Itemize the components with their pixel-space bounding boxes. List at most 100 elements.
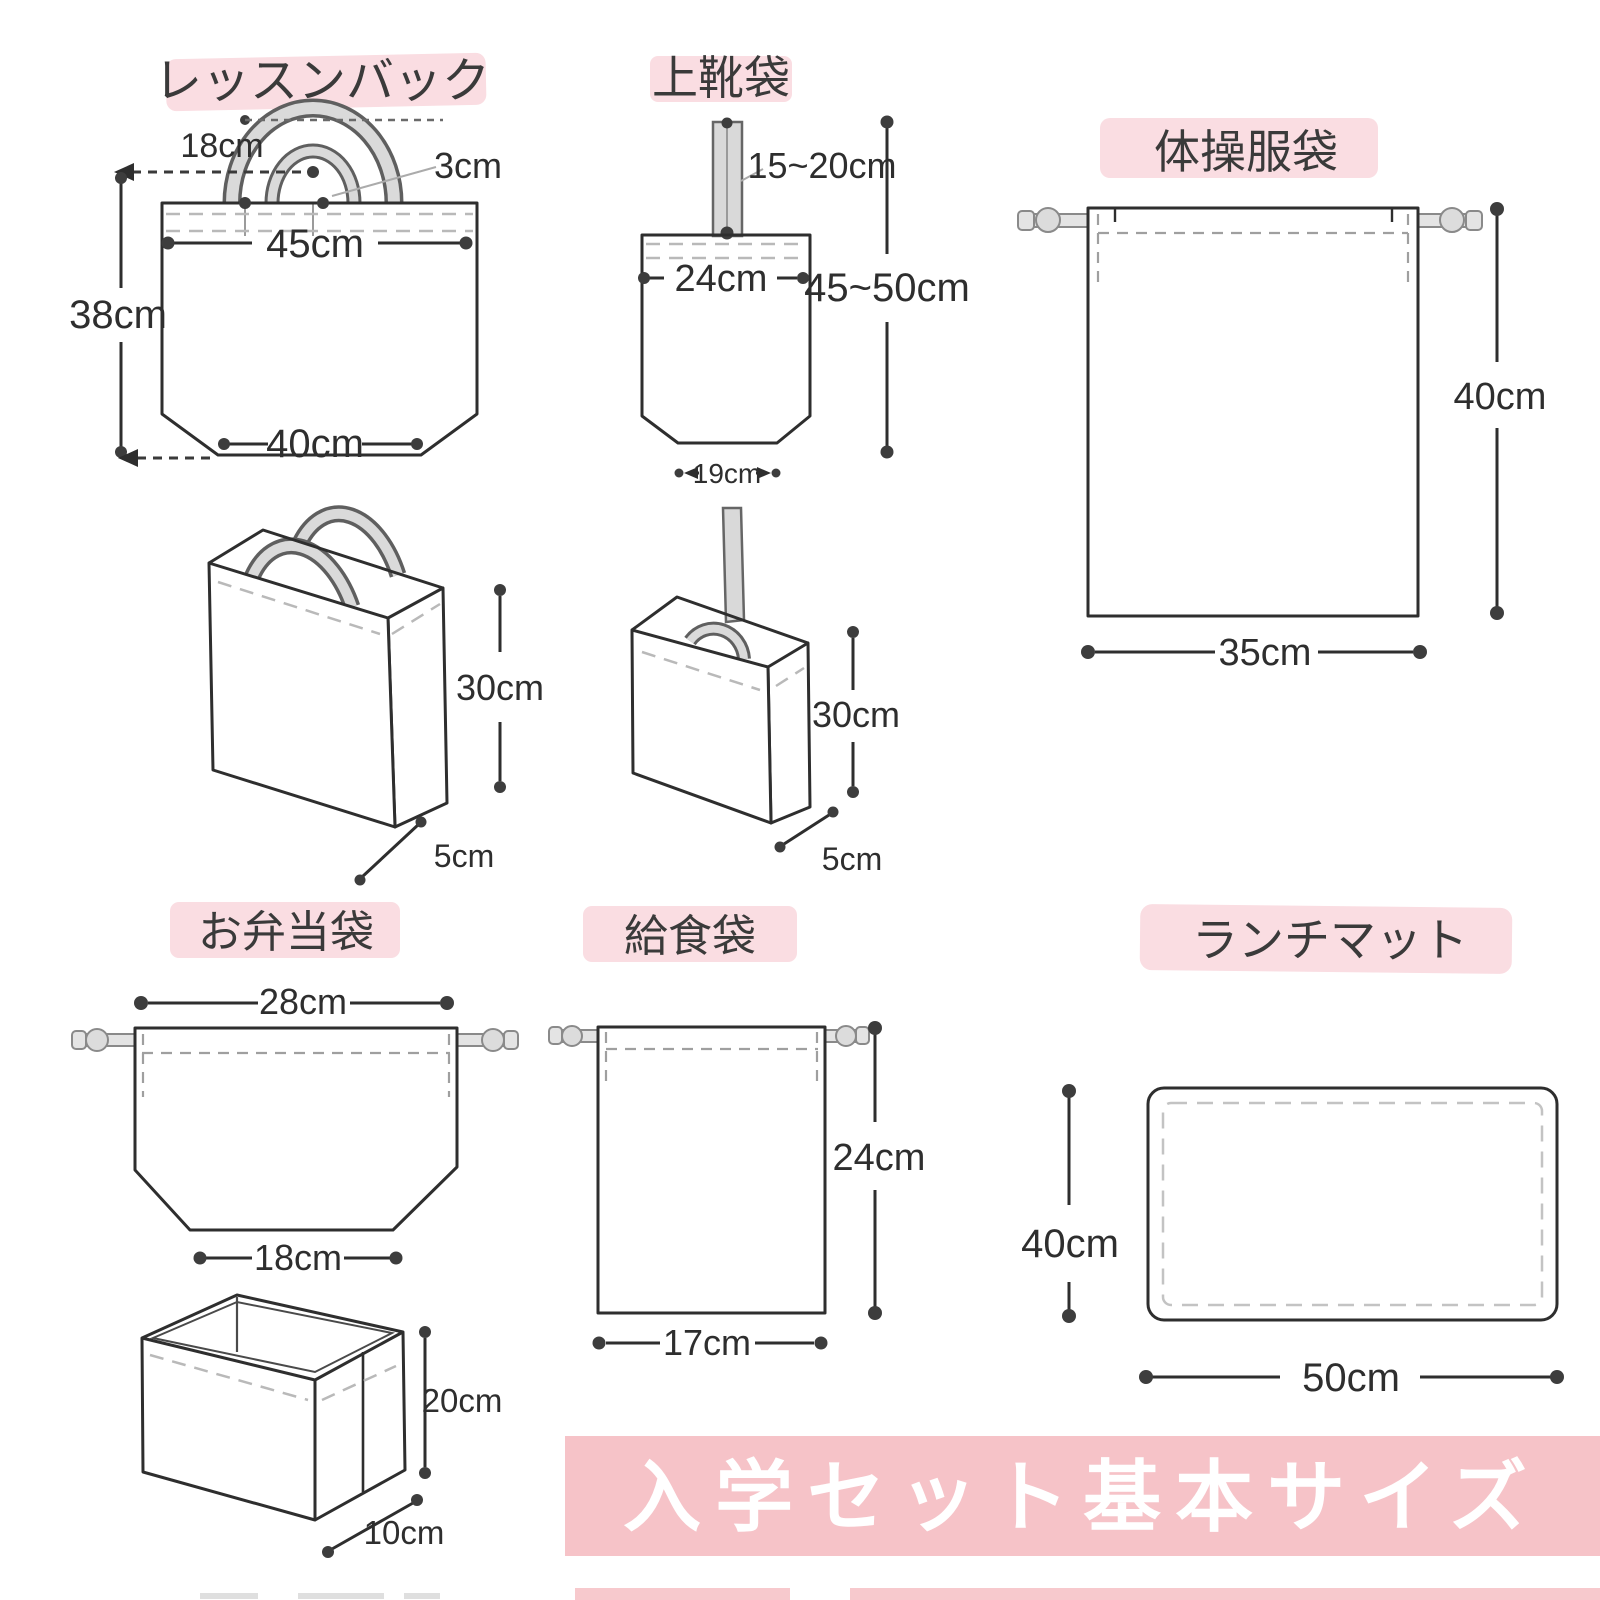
dim-label-height: 40cm [1021,1222,1119,1266]
section-shoe-bag: 上靴袋 15~20cm 24cm 45~50cm 19cm [630,51,970,877]
leader-line [331,166,437,197]
dimension-dot [415,816,427,828]
handle-attach-dot [317,197,329,209]
section-gym-bag: 体操服袋 40cm 35cm [1017,118,1546,674]
dim-line [360,822,421,879]
dim-label-depth: 5cm [434,838,494,874]
kyushoku-bag-outline [596,1025,827,1315]
dim-label-top-width: 45cm [266,222,364,266]
box-left-face [140,1337,317,1522]
cord-end-cap [855,1026,870,1045]
stitch-line [321,1364,397,1402]
dimension-dot [1490,606,1504,620]
dim-line [331,1501,414,1551]
dim-label-box-height: 20cm [422,1382,503,1419]
dimension-dot [720,226,734,240]
dim-label-height: 24cm [833,1137,926,1179]
cord-stopper-ball [1439,207,1465,233]
dimension-dot [847,786,859,798]
banner-background [565,1436,1600,1556]
dimension-dot [218,438,230,450]
side-face [386,586,449,829]
cropped-diagram-fragment [200,1593,258,1599]
dimension-dot [880,115,894,129]
title-highlight [583,906,797,962]
banner-text: 入学セット基本サイズ [623,1453,1541,1543]
dim-label-height: 38cm [69,293,167,337]
dimension-dot [1139,1370,1153,1384]
dimension-dot [1550,1370,1564,1384]
bento-bag-outline [133,1026,459,1232]
dimension-dot [419,1326,431,1338]
handle-attach-dot [239,197,251,209]
arrowhead-left [684,467,698,479]
section-title: 上靴袋 [652,51,790,105]
dimension-dot [814,1336,828,1350]
dimension-dot [494,781,506,793]
lesson-bag-outline [160,201,479,457]
title-highlight [1100,118,1378,178]
shoe-bag-outline [640,233,812,445]
stitch-border [1161,1101,1544,1307]
dimension-dot [771,468,781,478]
lesson-bag-3d: 30cm 5cm [207,505,544,886]
dimension-dot [161,236,175,250]
dimension-dot [411,438,423,450]
dimension-dot [868,1306,882,1320]
dimension-dot [134,996,148,1010]
dimension-dot [1062,1309,1076,1323]
dimension-dot [389,1251,403,1265]
leader-line [740,168,764,182]
side-face [766,641,812,825]
dimension-dot [880,445,894,459]
dimension-dot [1490,202,1504,216]
dim-label-bottom-width: 19cm [693,458,761,489]
cord-end-cap [503,1030,519,1050]
dimension-dot [354,874,366,886]
dim-line [783,813,830,846]
handle-back-arc-fill [295,508,403,577]
title-highlight [165,52,487,112]
dimension-dot [1413,645,1427,659]
handle-back-arc-fill [267,146,359,204]
dimension-dot [797,272,809,284]
cropped-banner-fragment [850,1588,1600,1600]
dimension-dot [419,1467,431,1479]
stitch-line [775,666,805,688]
banner: 入学セット基本サイズ [200,1436,1600,1600]
dimension-dot [674,468,684,478]
dim-label-width: 17cm [663,1322,751,1363]
section-kyushoku-bag: 給食袋 24cm 17cm [548,906,926,1363]
dimension-dot [115,446,127,458]
dimension-dot [440,996,454,1010]
dimension-dot [494,584,506,596]
dimension-dot [847,626,859,638]
dim-label-side-height: 30cm [456,667,544,708]
dim-label-side-height: 30cm [812,694,900,735]
cord-end-cap [1465,210,1483,231]
cord-stopper-ball [481,1028,505,1052]
gym-bag-outline [1086,206,1420,618]
arrowhead-left [118,449,138,467]
dimension-dot [411,1494,423,1506]
cord-stopper-ball [85,1028,109,1052]
dimension-dot [1062,1084,1076,1098]
dim-label-strap-length: 15~20cm [747,145,896,186]
front-face [630,628,773,825]
shoe-bag-3d: 30cm 5cm [630,506,900,877]
bento-box-3d: 20cm 10cm [140,1293,503,1558]
section-bento-bag: お弁当袋 28cm 18cm [71,902,519,1558]
dimension-dot [322,1546,334,1558]
title-highlight [650,56,792,102]
dimension-dot [592,1336,606,1350]
dim-label-strap-width: 3cm [434,145,502,186]
box-right-face [314,1331,407,1522]
title-highlight [1139,904,1513,974]
cord-stopper-ball [1035,207,1061,233]
section-lesson-bag: レッスンバック 18cm 3cm 45cm 3 [69,52,544,886]
cord-end-cap [1017,210,1035,231]
front-face [207,561,397,829]
dim-label-bottom-width: 18cm [254,1237,342,1278]
